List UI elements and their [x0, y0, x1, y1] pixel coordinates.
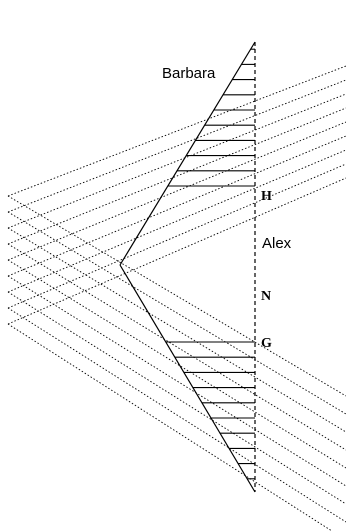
g-label: G	[261, 336, 272, 351]
h-label: H	[261, 189, 272, 204]
falling-dotted-ray	[7, 291, 346, 505]
falling-dotted-ray	[7, 211, 346, 415]
dotted-light-rays	[7, 65, 346, 531]
rising-dotted-ray	[7, 177, 346, 325]
rising-dotted-ray	[7, 135, 346, 277]
hatched-signal-lines	[165, 48, 255, 480]
rising-dotted-ray	[7, 65, 346, 197]
falling-dotted-ray	[7, 243, 346, 451]
rising-dotted-ray	[7, 149, 346, 293]
barbara-return-worldline	[119, 264, 256, 493]
n-label: N	[261, 289, 271, 304]
falling-dotted-ray	[7, 227, 346, 433]
rising-dotted-ray	[7, 93, 346, 229]
falling-dotted-ray	[7, 323, 333, 531]
alex-label: Alex	[262, 235, 292, 252]
falling-dotted-ray	[7, 259, 346, 469]
rising-dotted-ray	[7, 79, 346, 213]
falling-dotted-ray	[7, 307, 346, 523]
barbara-outbound-worldline	[119, 41, 256, 266]
rising-dotted-ray	[7, 107, 346, 245]
falling-dotted-ray	[7, 275, 346, 487]
barbara-label: Barbara	[162, 65, 216, 82]
rising-dotted-ray	[7, 121, 346, 261]
falling-dotted-ray	[7, 195, 346, 397]
